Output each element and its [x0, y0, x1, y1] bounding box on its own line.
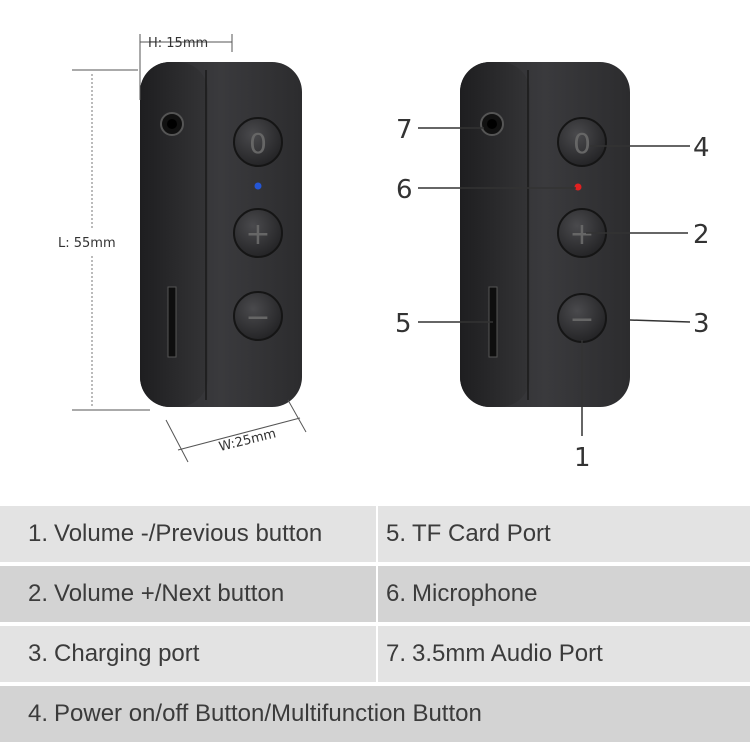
mic-right — [574, 183, 582, 191]
mic-left — [254, 182, 262, 190]
legend-item-1-text: Volume -/Previous button — [54, 520, 323, 547]
device-right: 0 + − — [460, 62, 630, 407]
legend-item-1: 1. Volume -/Previous button — [28, 506, 368, 562]
legend-item-2-number: 2. — [28, 580, 49, 607]
callout-4: 4 — [693, 133, 710, 163]
callout-5: 5 — [395, 309, 412, 339]
callout-lines — [418, 127, 691, 436]
legend-item-7-text: 3.5mm Audio Port — [412, 640, 603, 667]
tf-slot-left — [167, 286, 177, 358]
legend-item-6: 6. Microphone — [386, 566, 736, 622]
dimension-width-label: W:25mm — [217, 426, 277, 455]
dimension-length: L: 55mm — [58, 69, 150, 411]
button-power-left-symbol: 0 — [249, 127, 267, 160]
legend-item-4-number: 4. — [28, 700, 49, 727]
dimension-height: H: 15mm — [139, 34, 233, 100]
button-minus-left-symbol: − — [245, 300, 270, 335]
legend-item-2: 2. Volume +/Next button — [28, 566, 368, 622]
legend-item-6-text: Microphone — [412, 580, 538, 607]
product-figure: 0 + − H: 15mm L: 55mm W:25mm 0 — [58, 34, 710, 473]
button-minus-left — [233, 291, 283, 341]
legend-item-3: 3. Charging port — [28, 626, 368, 682]
button-minus-right-symbol: − — [569, 302, 594, 337]
legend-divider — [376, 506, 378, 562]
legend-item-6-number: 6. — [386, 580, 407, 607]
callout-7: 7 — [396, 115, 413, 145]
legend-row: 3. Charging port 7. 3.5mm Audio Port — [0, 626, 750, 682]
callout-6: 6 — [396, 175, 413, 205]
legend-divider — [376, 566, 378, 622]
legend-row: 4. Power on/off Button/Multifunction But… — [0, 686, 750, 742]
legend-item-4-text: Power on/off Button/Multifunction Button — [54, 700, 482, 727]
button-power-left — [233, 117, 283, 167]
device-left: 0 + − — [140, 62, 302, 407]
legend-table: 1. Volume -/Previous button 5. TF Card P… — [0, 506, 750, 750]
legend-item-2-text: Volume +/Next button — [54, 580, 285, 607]
callout-2: 2 — [693, 220, 710, 250]
dimension-length-label: L: 55mm — [58, 236, 116, 251]
legend-item-5-number: 5. — [386, 520, 407, 547]
legend-row: 2. Volume +/Next button 6. Microphone — [0, 566, 750, 622]
legend-item-5-text: TF Card Port — [412, 520, 551, 547]
legend-item-5: 5. TF Card Port — [386, 506, 736, 562]
legend-row: 1. Volume -/Previous button 5. TF Card P… — [0, 506, 750, 562]
callout-1: 1 — [574, 443, 591, 473]
legend-item-3-number: 3. — [28, 640, 49, 667]
dimension-width: W:25mm — [165, 399, 307, 463]
legend-item-1-number: 1. — [28, 520, 49, 547]
legend-divider — [376, 626, 378, 682]
dimension-height-label: H: 15mm — [148, 36, 208, 51]
legend-item-3-text: Charging port — [54, 640, 200, 667]
button-plus-right-symbol: + — [569, 217, 594, 252]
button-power-right — [557, 117, 607, 167]
legend-item-4: 4. Power on/off Button/Multifunction But… — [28, 686, 728, 742]
button-plus-left-symbol: + — [245, 217, 270, 252]
button-plus-left — [233, 208, 283, 258]
button-power-right-symbol: 0 — [573, 127, 591, 160]
legend-item-7: 7. 3.5mm Audio Port — [386, 626, 736, 682]
legend-item-7-number: 7. — [386, 640, 407, 667]
callout-3: 3 — [693, 309, 710, 339]
